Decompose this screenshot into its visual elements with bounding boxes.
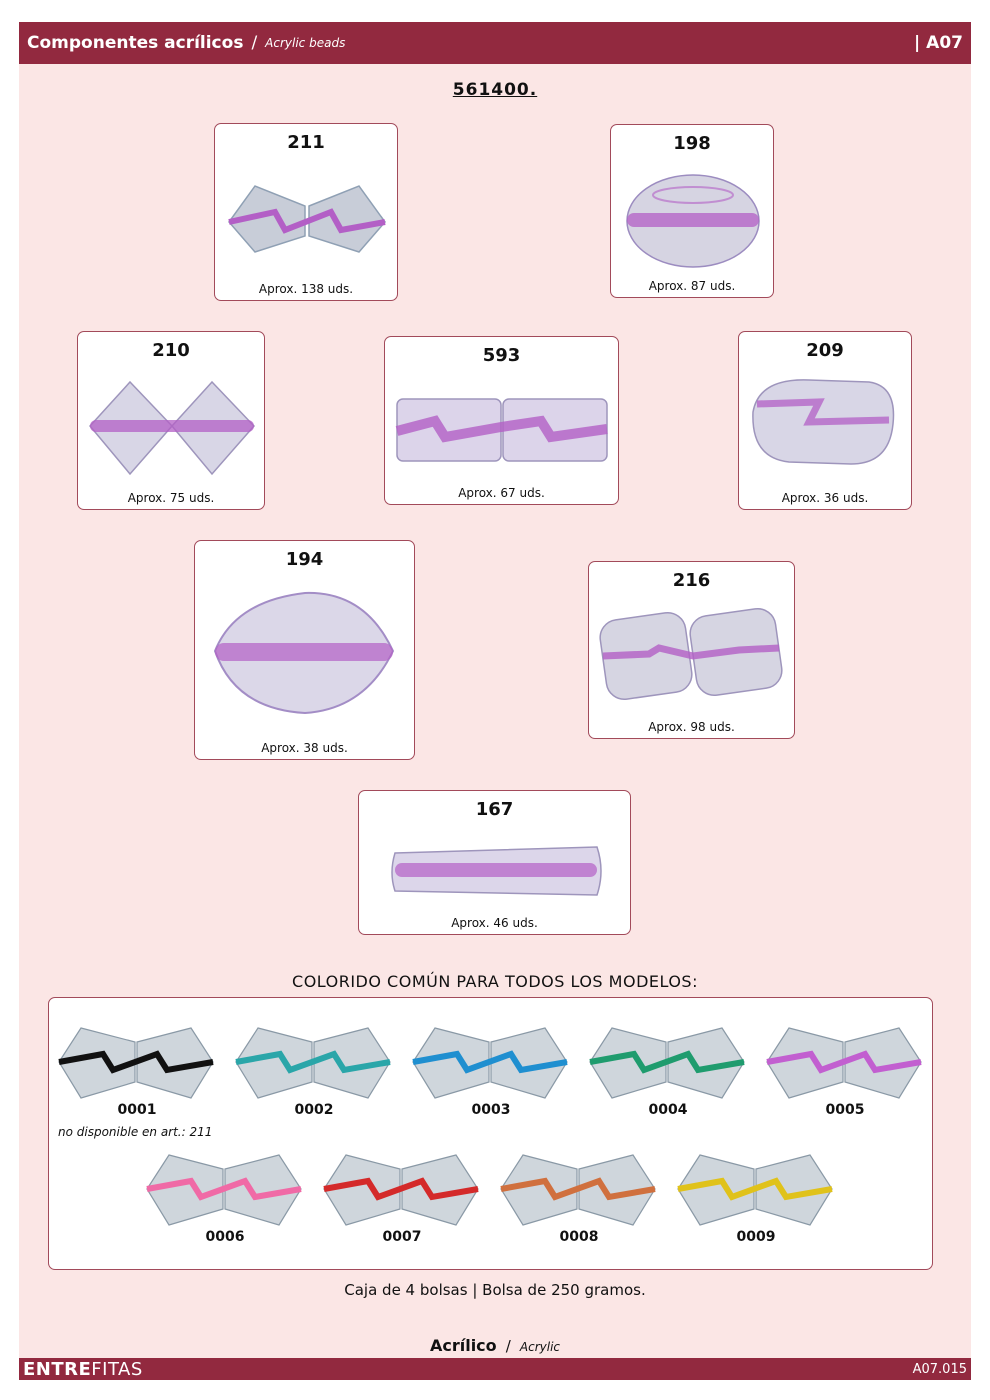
product-number: 194 [285,549,324,570]
swatch-code: 0004 [648,1102,688,1118]
swatch-code: 0009 [736,1229,776,1245]
product-card-209[interactable]: 209 Aprox. 36 uds. [738,331,912,510]
color-swatch-0002[interactable]: 0002 [234,1020,394,1120]
product-quantity: Aprox. 75 uds. [127,491,215,505]
swatch-bead-image [766,1027,922,1099]
product-card-210[interactable]: 210 Aprox. 75 uds. [77,331,265,510]
bead-image-211 [228,185,386,253]
swatch-bead-image [58,1027,214,1099]
color-swatch-0006[interactable]: 0006 [145,1147,305,1247]
product-reference: 561400. [452,80,538,100]
swatch-code: 0005 [825,1102,865,1118]
swatch-code: 0008 [559,1229,599,1245]
product-quantity: Aprox. 46 uds. [451,916,538,930]
product-card-216[interactable]: 216 Aprox. 98 uds. [588,561,795,739]
material-name: Acrílico [429,1336,497,1355]
product-number: 211 [287,132,325,153]
product-number: 593 [482,345,521,366]
product-quantity: Aprox. 138 uds. [258,282,354,296]
material-label: Acrílico / Acrylic [0,1336,990,1355]
bead-image-167 [391,846,602,896]
color-swatch-0009[interactable]: 0009 [676,1147,836,1247]
color-swatch-0008[interactable]: 0008 [499,1147,659,1247]
product-quantity: Aprox. 67 uds. [458,486,545,500]
swatch-code: 0007 [382,1229,422,1245]
product-quantity: Aprox. 98 uds. [648,720,735,734]
header-subtitle: Acrylic beads [265,36,346,50]
swatch-code: 0003 [471,1102,511,1118]
color-swatch-0001[interactable]: 0001 [57,1020,217,1120]
swatch-bead-image [323,1154,479,1226]
swatch-bead-image [146,1154,302,1226]
product-quantity: Aprox. 38 uds. [261,741,348,755]
product-number: 210 [152,340,190,361]
product-number: 209 [806,340,844,361]
product-card-211[interactable]: 211 Aprox. 138 uds. [214,123,398,301]
bead-image-593 [395,398,608,462]
color-swatch-0005[interactable]: 0005 [765,1020,925,1120]
swatch-bead-image [677,1154,833,1226]
bead-image-209 [752,379,895,465]
footer-bar: ENTRE FITAS A07.015 [19,1358,971,1380]
bead-image-198 [626,174,760,268]
product-card-194[interactable]: 194 Aprox. 38 uds. [194,540,415,760]
page-number: A07.015 [912,1361,967,1377]
swatch-code: 0001 [117,1102,157,1118]
brand-logo-bold: ENTRE [23,1358,92,1380]
header-bar: Componentes acrílicos / Acrylic beads | … [19,22,971,64]
product-number: 216 [672,570,711,591]
product-quantity: Aprox. 36 uds. [781,491,869,505]
packaging-info: Caja de 4 bolsas | Bolsa de 250 gramos. [344,1281,646,1299]
header-title: Componentes acrílicos [27,33,244,53]
color-swatch-0007[interactable]: 0007 [322,1147,482,1247]
brand-logo-light: FITAS [91,1358,143,1380]
colors-title: COLORIDO COMÚN PARA TODOS LOS MODELOS: [292,972,698,991]
product-card-167[interactable]: 167 Aprox. 46 uds. [358,790,631,935]
product-quantity: Aprox. 87 uds. [648,279,736,293]
swatch-bead-image [412,1027,568,1099]
swatch-bead-image [500,1154,656,1226]
color-swatch-0004[interactable]: 0004 [588,1020,748,1120]
product-number: 198 [673,133,711,154]
color-swatch-0003[interactable]: 0003 [411,1020,571,1120]
bead-image-210 [89,380,256,476]
material-separator: / [505,1337,511,1355]
section-code: | A07 [914,33,963,53]
swatch-code: 0002 [294,1102,334,1118]
header-separator: / [251,33,258,53]
product-card-593[interactable]: 593 Aprox. 67 uds. [384,336,619,505]
bead-image-194 [213,591,395,715]
product-number: 167 [475,799,514,820]
swatch-code: 0006 [205,1229,245,1245]
bead-image-216 [599,607,783,701]
product-card-198[interactable]: 198 Aprox. 87 uds. [610,124,774,298]
color-availability-note: no disponible en art.: 211 [58,1125,213,1139]
swatch-bead-image [235,1027,391,1099]
material-subtitle: Acrylic [519,1340,561,1354]
swatch-bead-image [589,1027,745,1099]
